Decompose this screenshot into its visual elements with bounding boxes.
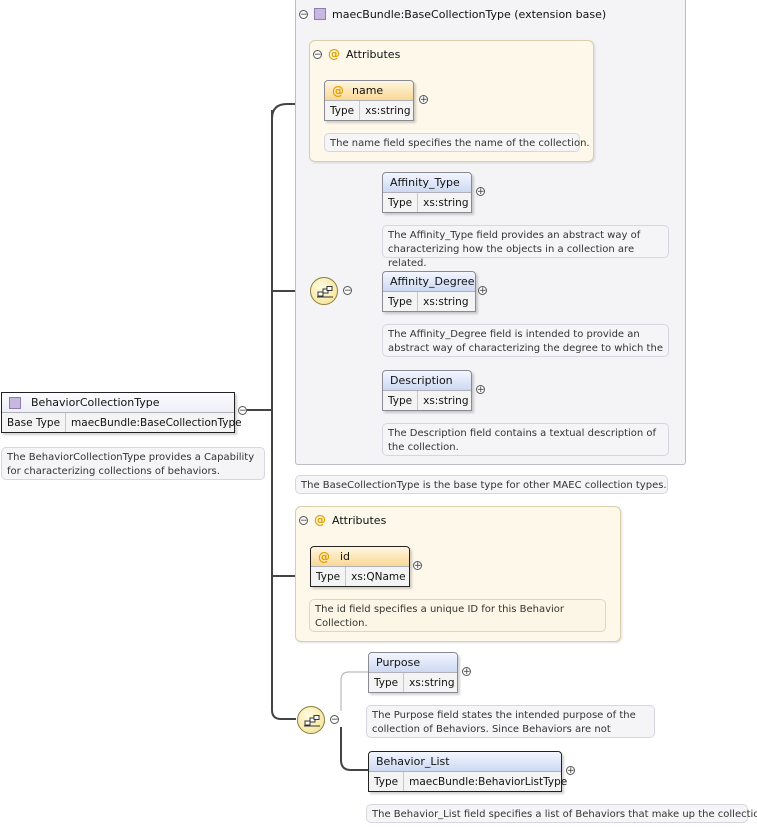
element-description[interactable]: Description Type xs:string — [382, 370, 472, 411]
type-key: Type — [383, 391, 419, 410]
attribute-id-box[interactable]: @ id Type xs:QName — [310, 546, 410, 587]
type-value: xs:string — [409, 676, 455, 689]
expand-icon[interactable]: + — [419, 95, 428, 105]
type-value: maecBundle:BehaviorListType — [409, 775, 568, 788]
element-note: The Affinity_Type field provides an abst… — [382, 225, 669, 269]
attribute-id-note: The id field specifies a unique ID for t… — [309, 599, 606, 632]
attribute-icon: @ — [332, 83, 344, 98]
element-note: The Purpose field states the intended pu… — [366, 705, 655, 738]
complex-type-icon — [9, 396, 21, 409]
sequence-icon — [304, 715, 320, 727]
element-name: Description — [390, 374, 453, 387]
attribute-icon: @ — [314, 513, 326, 527]
attributes-header: − @ Attributes — [299, 512, 386, 528]
root-note: The BehaviorCollectionType provides a Ca… — [1, 447, 265, 480]
extension-base-note: The BaseCollectionType is the base type … — [295, 475, 668, 494]
expand-icon[interactable]: + — [462, 667, 471, 677]
element-note: The Affinity_Degree field is intended to… — [382, 324, 669, 357]
root-complex-type[interactable]: BehaviorCollectionType Base Type maecBund… — [1, 392, 242, 433]
collapse-icon[interactable]: − — [299, 515, 308, 526]
attribute-name-note: The name field specifies the name of the… — [324, 133, 590, 152]
base-type-key: Base Type — [2, 413, 67, 432]
element-note: The Description field contains a textual… — [382, 423, 669, 456]
attribute-icon: @ — [318, 549, 330, 564]
collapse-icon[interactable]: − — [238, 406, 247, 416]
expand-icon[interactable]: + — [566, 766, 575, 776]
sequence-compositor[interactable] — [297, 706, 325, 734]
element-name: Behavior_List — [376, 755, 450, 768]
base-type-value: maecBundle:BaseCollectionType — [71, 416, 242, 429]
type-value: xs:QName — [351, 570, 406, 583]
attributes-title: Attributes — [332, 513, 387, 527]
attribute-name-label: id — [340, 550, 351, 563]
type-key: Type — [383, 292, 419, 311]
root-type-name: BehaviorCollectionType — [31, 396, 160, 409]
element-note: The Behavior_List field specifies a list… — [366, 804, 757, 823]
element-name: Affinity_Type — [390, 176, 460, 189]
element-purpose[interactable]: Purpose Type xs:string — [368, 652, 458, 693]
expand-icon[interactable]: + — [413, 561, 422, 571]
type-key: Type — [311, 567, 347, 586]
element-name: Affinity_Degree — [390, 275, 475, 288]
attribute-name-label: name — [352, 84, 384, 97]
sequence-compositor[interactable] — [310, 277, 338, 305]
complex-type-icon — [314, 8, 326, 20]
extension-attributes-title: Attributes — [346, 47, 401, 61]
element-behavior-list[interactable]: Behavior_List Type maecBundle:BehaviorLis… — [368, 751, 567, 792]
type-key: Type — [383, 193, 419, 212]
collapse-icon[interactable]: − — [299, 9, 308, 20]
extension-base-header: − maecBundle:BaseCollectionType (extensi… — [299, 6, 606, 22]
expand-icon[interactable]: + — [476, 187, 485, 197]
collapse-icon[interactable]: − — [330, 715, 339, 725]
type-value: xs:string — [423, 394, 469, 407]
type-key: Type — [369, 772, 405, 791]
attribute-icon: @ — [328, 47, 340, 61]
element-name: Purpose — [376, 656, 421, 669]
collapse-icon[interactable]: − — [313, 49, 322, 60]
type-value: xs:string — [423, 196, 469, 209]
element-affinity-degree[interactable]: Affinity_Degree Type xs:string — [382, 271, 476, 312]
type-key: Type — [325, 101, 361, 120]
type-value: xs:string — [423, 295, 469, 308]
type-key: Type — [369, 673, 405, 692]
sequence-icon — [317, 286, 333, 298]
attribute-name-box[interactable]: @ name Type xs:string — [324, 80, 414, 121]
expand-icon[interactable]: + — [478, 286, 487, 296]
collapse-icon[interactable]: − — [343, 286, 352, 296]
type-value: xs:string — [365, 104, 411, 117]
expand-icon[interactable]: + — [476, 385, 485, 395]
extension-base-title: maecBundle:BaseCollectionType (extension… — [332, 7, 607, 21]
element-affinity-type[interactable]: Affinity_Type Type xs:string — [382, 172, 472, 213]
extension-attributes-header: − @ Attributes — [313, 46, 400, 62]
